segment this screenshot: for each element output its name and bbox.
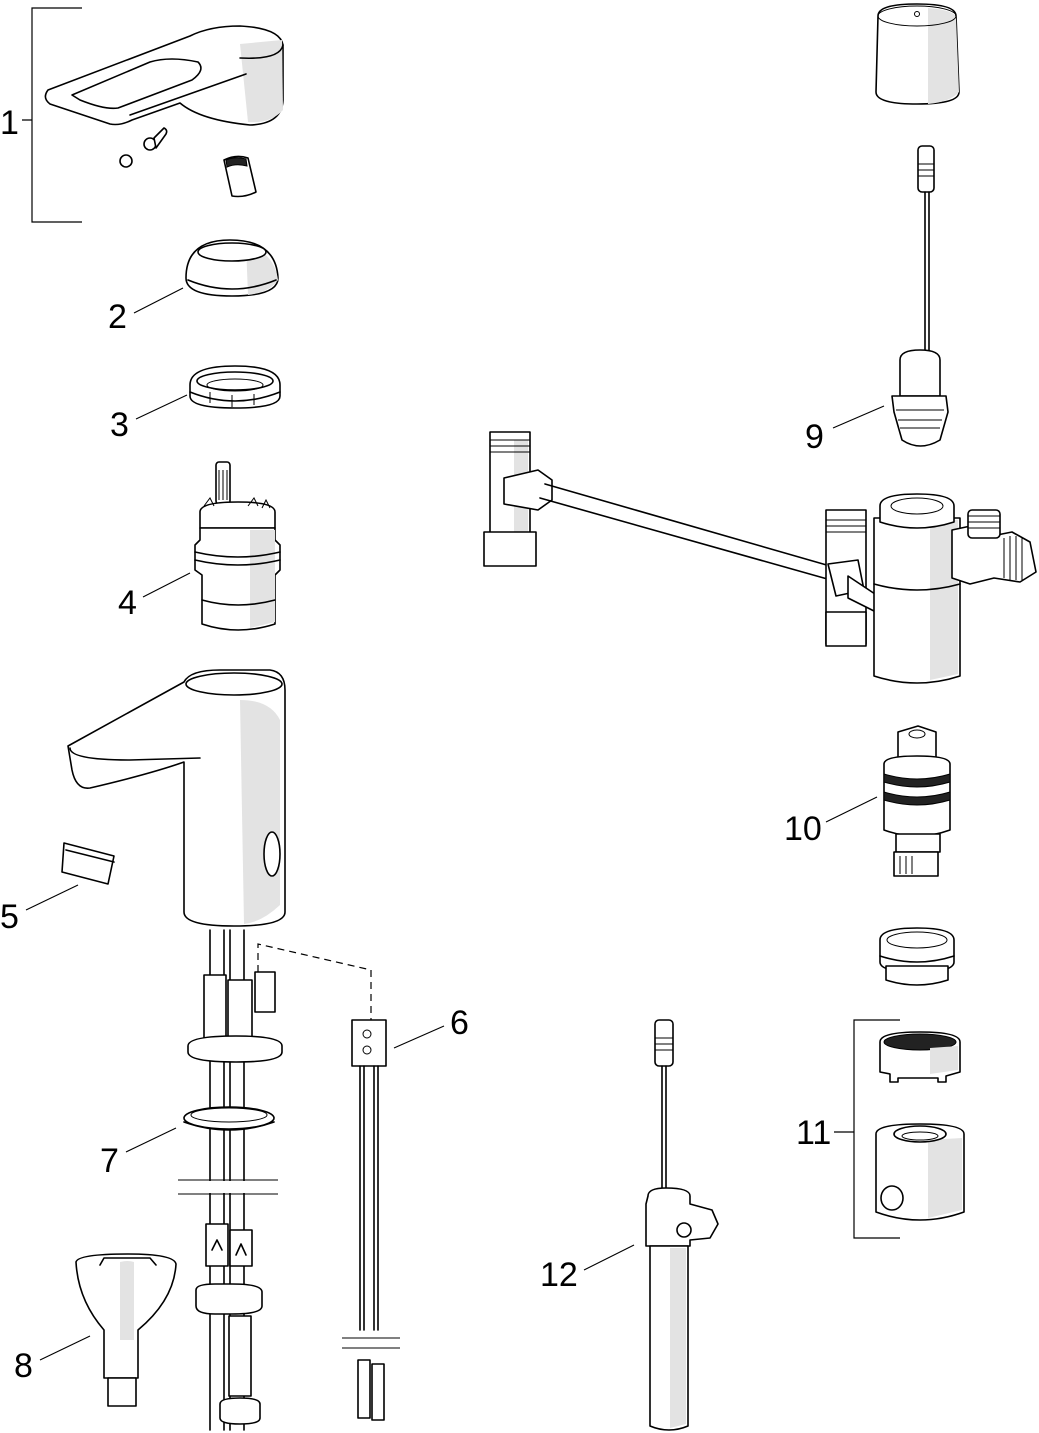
knob-button xyxy=(880,1185,904,1211)
handle-lever xyxy=(44,25,284,126)
callout-2: 2 xyxy=(108,298,127,336)
supply-hoses xyxy=(178,929,283,1431)
leader-5 xyxy=(25,884,79,911)
spline-adapter xyxy=(223,155,257,198)
part-9-solenoid-valve[interactable]: 9 xyxy=(805,145,949,456)
callout-12: 12 xyxy=(540,1256,578,1294)
callout-10: 10 xyxy=(784,810,822,848)
part-4-mixing-cartridge[interactable]: 4 xyxy=(118,461,281,631)
callout-6: 6 xyxy=(450,1004,469,1042)
solenoid-cap[interactable] xyxy=(875,3,960,105)
leader-12 xyxy=(583,1244,635,1271)
screw-cap xyxy=(119,154,133,168)
mixing-valve-body[interactable] xyxy=(483,431,1037,684)
callout-9: 9 xyxy=(805,418,824,456)
part-10-valve-cartridge[interactable]: 10 xyxy=(784,725,951,877)
callout-1: 1 xyxy=(0,104,19,142)
part-1-handle-set[interactable]: 1 xyxy=(0,7,284,223)
part-6-sensor-cable[interactable]: 6 xyxy=(257,943,469,1421)
part-7-base-gasket[interactable]: 7 xyxy=(100,1106,275,1180)
part-11-knob-set[interactable]: 11 xyxy=(796,1019,965,1239)
leader-9 xyxy=(832,405,885,429)
part-2-dome-cover[interactable]: 2 xyxy=(108,239,279,336)
leader-10 xyxy=(825,796,878,823)
part-8-aerator-key[interactable]: 8 xyxy=(14,1253,177,1407)
callout-4: 4 xyxy=(118,584,137,622)
callout-3: 3 xyxy=(110,406,129,444)
faucet-body[interactable] xyxy=(67,669,286,927)
callout-11: 11 xyxy=(796,1114,831,1152)
bracket-11 xyxy=(834,1019,900,1239)
callout-5: 5 xyxy=(0,898,19,936)
part-3-cartridge-nut[interactable]: 3 xyxy=(110,365,281,444)
leader-2 xyxy=(133,287,184,314)
leader-7 xyxy=(125,1127,177,1153)
handle-screw xyxy=(143,127,168,151)
assembly-guide-line xyxy=(257,943,372,1022)
part-12-battery-pack[interactable]: 12 xyxy=(540,1019,719,1431)
leader-3 xyxy=(135,394,188,420)
leader-4 xyxy=(142,572,191,598)
leader-6 xyxy=(393,1025,445,1049)
sensor-window xyxy=(263,831,281,877)
bracket-1 xyxy=(22,7,82,223)
part-5-aerator[interactable]: 5 xyxy=(0,842,115,936)
leader-8 xyxy=(39,1335,91,1361)
callout-7: 7 xyxy=(100,1142,119,1180)
callout-8: 8 xyxy=(14,1347,33,1385)
cartridge-seat-nut[interactable] xyxy=(879,927,955,986)
